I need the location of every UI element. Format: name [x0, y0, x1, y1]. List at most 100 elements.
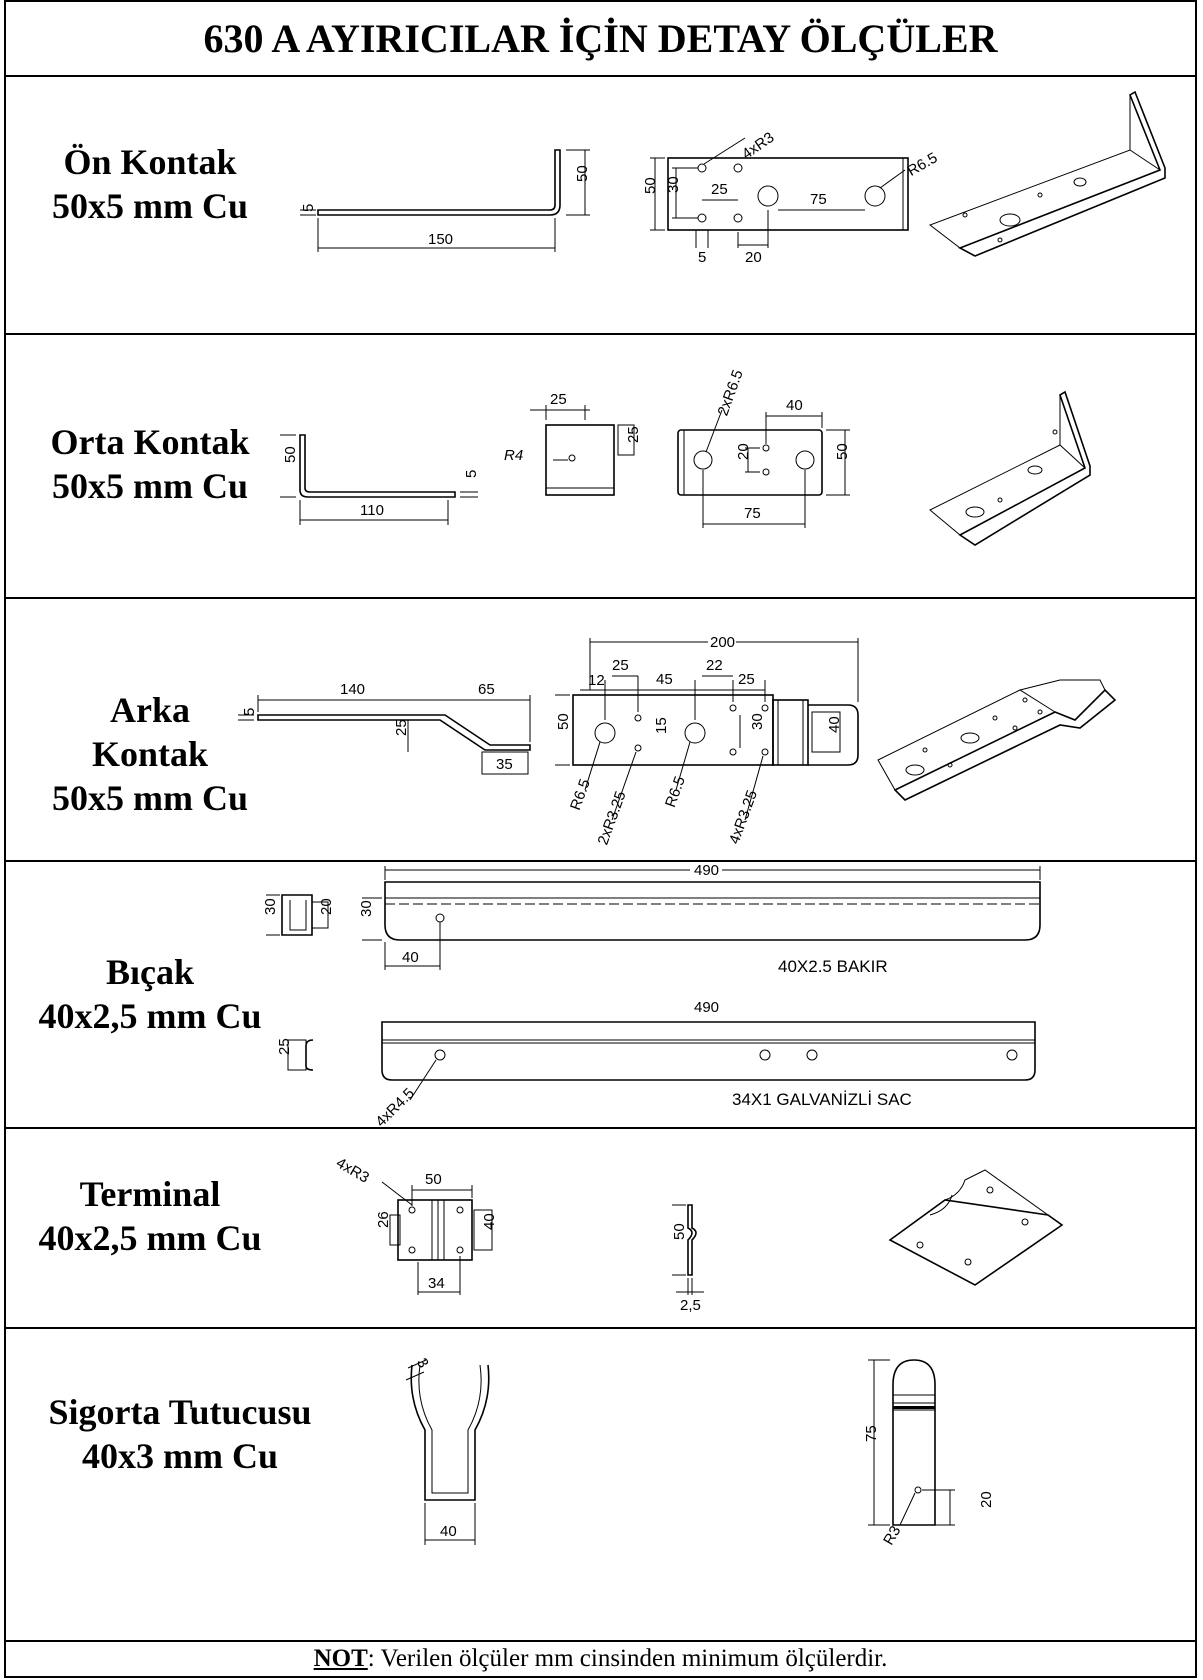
dim-label: 75	[744, 505, 761, 522]
dim-label: R4	[504, 447, 523, 464]
note-label: NOT	[313, 1645, 368, 1672]
dim-label: 45	[656, 671, 673, 688]
dim-label: 25	[711, 181, 728, 198]
section-label-arka-kontak: Arka Kontak 50x5 mm Cu	[30, 688, 270, 820]
dim-label: 75	[810, 191, 827, 208]
terminal-plate-view: 50 26 40 34 4xR3	[333, 1154, 498, 1295]
section-material: 40x3 mm Cu	[82, 1436, 278, 1476]
dim-label: 490	[694, 862, 719, 879]
dim-label: 50	[671, 1223, 688, 1240]
dim-label: 30	[749, 713, 766, 730]
dim-label: 4xR3.25	[726, 788, 761, 846]
dim-label: 40	[826, 716, 843, 733]
dim-label: R6.5	[662, 774, 689, 810]
dim-label: 20	[318, 898, 335, 915]
dim-label: 5	[241, 708, 258, 716]
dim-label: 40	[402, 949, 419, 966]
dim-label: 2xR3.25	[595, 789, 630, 847]
dim-label: 50	[282, 446, 299, 463]
orta-kontak-plate-view: 20 40 50 75 2xR6.5	[677, 368, 851, 528]
arka-kontak-plate-view: 200 12 25 45 22 25 50 15 30 40 R6.5	[555, 634, 859, 847]
dim-label: 30	[358, 900, 375, 917]
dim-label: R6.5	[905, 149, 941, 180]
dim-label: 3	[413, 1355, 432, 1371]
dim-label: 40	[786, 397, 803, 414]
dim-label: 25	[612, 657, 629, 674]
dim-label: 200	[710, 634, 735, 651]
dim-label: 35	[496, 756, 513, 773]
orta-kontak-tab-view: 25 25 R4	[504, 391, 642, 496]
dim-label: 40	[481, 1213, 498, 1230]
dim-label: 12	[588, 672, 605, 689]
dim-label: 490	[694, 999, 719, 1016]
dim-label: 25	[393, 719, 410, 736]
orta-kontak-side-view: 50 5 110	[280, 434, 480, 525]
dim-label: 4xR3	[333, 1154, 372, 1186]
dim-label: 5	[300, 204, 317, 212]
dim-label: R3	[880, 1523, 904, 1548]
dim-label: 50	[555, 713, 572, 730]
dim-label: 25	[625, 426, 642, 443]
section-name: Sigorta Tutucusu	[48, 1392, 312, 1432]
material-label: 34X1 GALVANİZLİ SAC	[732, 1090, 912, 1109]
section-name: Ön Kontak	[63, 142, 237, 182]
section-divider	[4, 860, 1197, 862]
section-label-orta-kontak: Orta Kontak 50x5 mm Cu	[30, 420, 270, 508]
dim-label: 5	[463, 470, 480, 478]
section-divider	[4, 1127, 1197, 1129]
dim-label: 2xR6.5	[714, 368, 746, 418]
dim-label: 50	[834, 443, 851, 460]
dim-label: 25	[738, 671, 755, 688]
dim-label: 22	[706, 657, 723, 674]
page-title: 630 A AYIRICILAR İÇİN DETAY ÖLÇÜLER	[4, 0, 1197, 77]
sigorta-tutucusu-side-view: 75 20 R3	[863, 1359, 995, 1548]
bicak-blade-view: 20 30 490 30 40 40X2.5 BAKIR	[262, 862, 1041, 976]
dim-label: 20	[745, 249, 762, 266]
footer-note: NOT: Verilen ölçüler mm cinsinden minimu…	[4, 1640, 1197, 1678]
dim-label: 26	[375, 1211, 392, 1228]
section-name: Orta Kontak	[50, 422, 250, 462]
section-material: 40x2,5 mm Cu	[38, 996, 262, 1036]
dim-label: 30	[665, 176, 682, 193]
dim-label: 34	[428, 1275, 445, 1292]
section-label-on-kontak: Ön Kontak 50x5 mm Cu	[30, 140, 270, 228]
dim-label: R6.5	[567, 777, 594, 813]
dim-label: 20	[735, 443, 752, 460]
dim-label: 40	[440, 1523, 457, 1540]
dim-label: 25	[276, 1038, 293, 1055]
section-divider	[4, 597, 1197, 599]
sigorta-tutucusu-front-view: 3 40	[405, 1355, 490, 1545]
bicak-sheet-view: 25 490 4xR4.5 34X1 GALVANİZLİ SAC	[276, 999, 1036, 1131]
section-material: 50x5 mm Cu	[52, 186, 248, 226]
dim-label: 15	[653, 717, 670, 734]
on-kontak-iso-view	[928, 90, 1166, 257]
dim-label: 110	[360, 502, 384, 519]
on-kontak-plate-view: 50 30 25 75 5 20 4xR3 R6.5	[642, 129, 940, 266]
dim-label: 50	[574, 165, 591, 182]
arka-kontak-iso-view	[877, 679, 1117, 801]
terminal-side-view: 50 2,5	[671, 1204, 704, 1314]
section-name: Terminal	[79, 1174, 221, 1214]
section-name-2: Kontak	[91, 734, 209, 774]
material-label: 40X2.5 BAKIR	[778, 957, 888, 976]
dim-label: 20	[978, 1491, 995, 1508]
section-divider	[4, 1640, 1197, 1642]
arka-kontak-side-view: 5 140 65 25 35	[238, 681, 531, 775]
section-label-sigorta-tutucusu: Sigorta Tutucusu 40x3 mm Cu	[20, 1390, 340, 1478]
terminal-iso-view	[888, 1169, 1064, 1286]
dim-label: 50	[425, 1171, 442, 1188]
note-text: : Verilen ölçüler mm cinsinden minimum ö…	[367, 1645, 888, 1672]
dim-label: 2,5	[680, 1297, 701, 1314]
dim-label: 65	[478, 681, 495, 698]
section-material: 50x5 mm Cu	[52, 466, 248, 506]
section-label-bicak: Bıçak 40x2,5 mm Cu	[30, 950, 270, 1038]
dim-label: 4xR4.5	[372, 1085, 418, 1131]
orta-kontak-iso-view	[929, 390, 1091, 546]
section-material: 50x5 mm Cu	[52, 778, 248, 818]
dim-label: 25	[550, 391, 567, 408]
section-material: 40x2,5 mm Cu	[38, 1218, 262, 1258]
section-name: Arka	[110, 690, 190, 730]
section-name: Bıçak	[105, 952, 194, 992]
